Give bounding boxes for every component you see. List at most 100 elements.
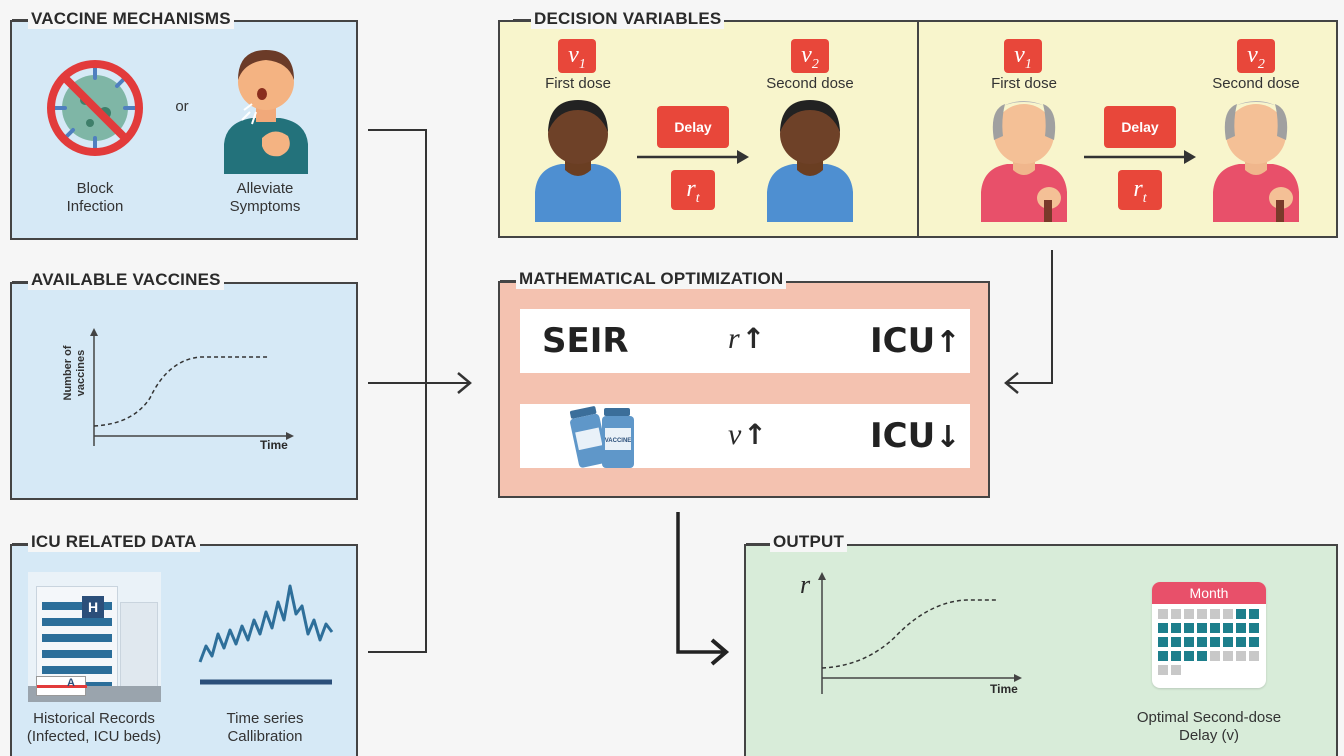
time-series-label: Time series Callibration — [205, 710, 325, 746]
hospital-illustration: H A — [28, 572, 161, 702]
x-axis-label: Time — [260, 438, 288, 452]
delay-badge-elderly: Delay — [1104, 106, 1176, 148]
output-chart — [818, 572, 1022, 694]
v1-tag-elderly: v1 — [1004, 39, 1042, 73]
delay-badge-young: Delay — [657, 106, 729, 148]
v1-symbol: v — [568, 42, 579, 68]
rt-symbol: r — [1133, 176, 1143, 202]
v1-symbol: v — [1014, 42, 1025, 68]
decision-divider — [917, 21, 919, 237]
block-infection-label: Block Infection — [50, 180, 140, 216]
calendar-row-3 — [1158, 637, 1262, 647]
output-title: OUTPUT — [770, 532, 848, 552]
icu-data-title: ICU RELATED DATA — [28, 532, 200, 552]
calendar-row-1-filled — [1236, 609, 1262, 619]
available-vaccines-panel — [10, 282, 358, 500]
young-person-second-dose — [767, 100, 853, 222]
block-label-line2: Infection — [66, 198, 124, 215]
title-dash — [12, 281, 28, 283]
dose-arrow-elderly — [1084, 150, 1196, 164]
r-variable: r↑ — [728, 322, 765, 356]
alleviate-label-line1: Alleviate — [236, 180, 294, 197]
timeseries-line1: Time series — [226, 710, 304, 727]
calendar-row-1 — [1158, 609, 1262, 619]
up-arrow-icon: ↑ — [741, 322, 766, 355]
historical-line2: (Infected, ICU beds) — [26, 728, 162, 745]
timeseries-line2: Callibration — [227, 728, 303, 745]
v2-subscript: 2 — [1257, 56, 1265, 72]
up-arrow-icon: ↑ — [935, 325, 961, 360]
vaccine-supply-chart — [90, 328, 294, 446]
second-dose-label-young: Second dose — [766, 75, 854, 92]
seir-label: SEIR — [542, 321, 629, 361]
title-dash — [500, 280, 516, 282]
r-symbol: r — [728, 322, 740, 355]
historical-records-label: Historical Records (Infected, ICU beds) — [14, 710, 174, 746]
v1-subscript: 1 — [578, 56, 586, 72]
vial-label-text: VACCINE — [605, 438, 632, 444]
hospital-wing — [120, 602, 158, 694]
vaccine-vials-icon: VACCINE — [569, 406, 634, 468]
young-person-first-dose — [535, 100, 621, 222]
elderly-person-first-dose — [981, 101, 1067, 222]
alleviate-symptoms-label: Alleviate Symptoms — [215, 180, 315, 216]
coughing-person-icon — [224, 50, 308, 174]
second-dose-label-elderly: Second dose — [1212, 75, 1300, 92]
caption-line2: Delay (v) — [1178, 727, 1239, 744]
icu-up-text: ICU — [870, 321, 936, 361]
v2-subscript: 2 — [811, 56, 819, 72]
elderly-person-second-dose — [1213, 101, 1299, 222]
title-dash — [12, 543, 28, 545]
block-label-line1: Block — [76, 180, 114, 197]
ambulance-stripe — [37, 685, 87, 688]
first-dose-label-young: First dose — [545, 75, 611, 92]
ambulance: A — [36, 676, 87, 696]
or-label: or — [175, 98, 189, 115]
rt-tag-young: rt — [671, 170, 715, 210]
first-dose-label-elderly: First dose — [991, 75, 1057, 92]
hospital-sign: H — [82, 596, 104, 618]
rt-tag-elderly: rt — [1118, 170, 1162, 210]
v2-tag-young: v2 — [791, 39, 829, 73]
icu-down-text: ICU — [870, 416, 936, 456]
v2-tag-elderly: v2 — [1237, 39, 1275, 73]
time-series-chart — [198, 584, 334, 685]
ambulance-sign: A — [67, 677, 75, 689]
title-dash — [513, 19, 531, 21]
up-arrow-icon: ↑ — [743, 418, 767, 451]
calendar-grid — [1158, 609, 1262, 681]
title-dash — [12, 19, 28, 21]
alleviate-label-line2: Symptoms — [229, 198, 301, 215]
title-dash — [746, 543, 770, 545]
calendar-icon: Month — [1152, 582, 1266, 688]
v2-symbol: v — [1247, 42, 1258, 68]
v2-symbol: v — [801, 42, 812, 68]
decision-variables-title: DECISION VARIABLES — [531, 9, 725, 29]
historical-line1: Historical Records — [33, 710, 155, 727]
down-arrow-icon: ↓ — [935, 420, 961, 455]
blocked-virus-icon — [47, 60, 143, 156]
v1-tag-young: v1 — [558, 39, 596, 73]
optimization-title: MATHEMATICAL OPTIMIZATION — [516, 269, 787, 289]
output-caption: Optimal Second-dose Delay (v) — [1114, 709, 1304, 745]
output-y-label: r — [800, 570, 811, 599]
available-vaccines-title: AVAILABLE VACCINES — [28, 270, 224, 290]
calendar-row-2 — [1158, 623, 1262, 633]
vaccine-mechanisms-title: VACCINE MECHANISMS — [28, 9, 234, 29]
output-x-label: Time — [990, 682, 1018, 696]
v1-subscript: 1 — [1024, 56, 1032, 72]
icu-down-label: ICU↓ — [870, 416, 960, 456]
calendar-row-5 — [1158, 665, 1184, 675]
v-variable: v↑ — [728, 418, 767, 452]
icu-up-label: ICU↑ — [870, 321, 960, 361]
calendar-row-4 — [1158, 651, 1210, 661]
calendar-row-4-empty — [1210, 651, 1262, 661]
dose-arrow-young — [637, 150, 749, 164]
v-symbol: v — [728, 418, 742, 451]
rt-symbol: r — [686, 176, 696, 202]
rt-subscript: t — [695, 190, 700, 206]
seir-row — [520, 309, 970, 373]
caption-line1: Optimal Second-dose — [1136, 709, 1282, 726]
rt-subscript: t — [1142, 190, 1147, 206]
